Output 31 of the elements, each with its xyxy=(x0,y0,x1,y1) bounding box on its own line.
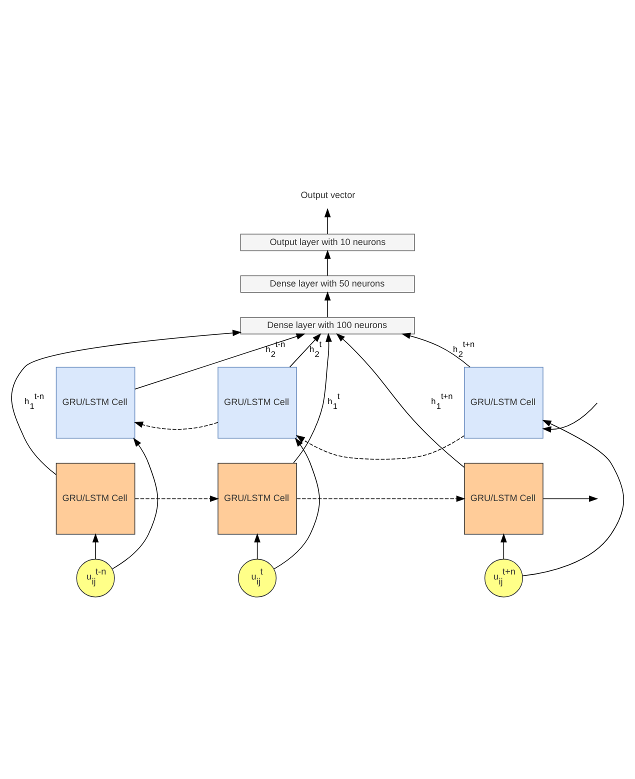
node-box: GRU/LSTM Cell xyxy=(464,462,544,535)
node-text: Output vector xyxy=(300,190,356,200)
node-box: GRU/LSTM Cell xyxy=(218,462,297,535)
arrow xyxy=(112,438,158,570)
node-box: GRU/LSTM Cell xyxy=(56,462,136,535)
arrow xyxy=(11,330,242,476)
arrow xyxy=(324,208,331,234)
arrow xyxy=(134,333,306,390)
node-box: GRU/LSTM Cell xyxy=(56,366,136,439)
arrow xyxy=(293,332,332,464)
arrow xyxy=(500,533,507,560)
arrow xyxy=(324,250,331,276)
node-box: GRU/LSTM Cell xyxy=(218,366,297,439)
arrow xyxy=(296,496,466,502)
node-box: Dense layer with 50 neurons xyxy=(240,275,415,293)
arrow xyxy=(401,332,470,368)
arrow xyxy=(92,533,99,560)
arrow xyxy=(542,402,598,433)
node-box: GRU/LSTM Cell xyxy=(464,366,544,439)
arrow xyxy=(274,438,320,570)
node-box: Dense layer with 100 neurons xyxy=(240,316,415,334)
arrow xyxy=(336,333,465,468)
arrow xyxy=(522,420,624,576)
arrow xyxy=(296,435,465,460)
arrow xyxy=(134,496,220,502)
arrow xyxy=(324,291,331,318)
arrow xyxy=(289,333,322,368)
node-box: Output layer with 10 neurons xyxy=(240,234,415,252)
arrow xyxy=(254,533,260,560)
arrow xyxy=(134,422,218,430)
arrow xyxy=(542,496,598,502)
